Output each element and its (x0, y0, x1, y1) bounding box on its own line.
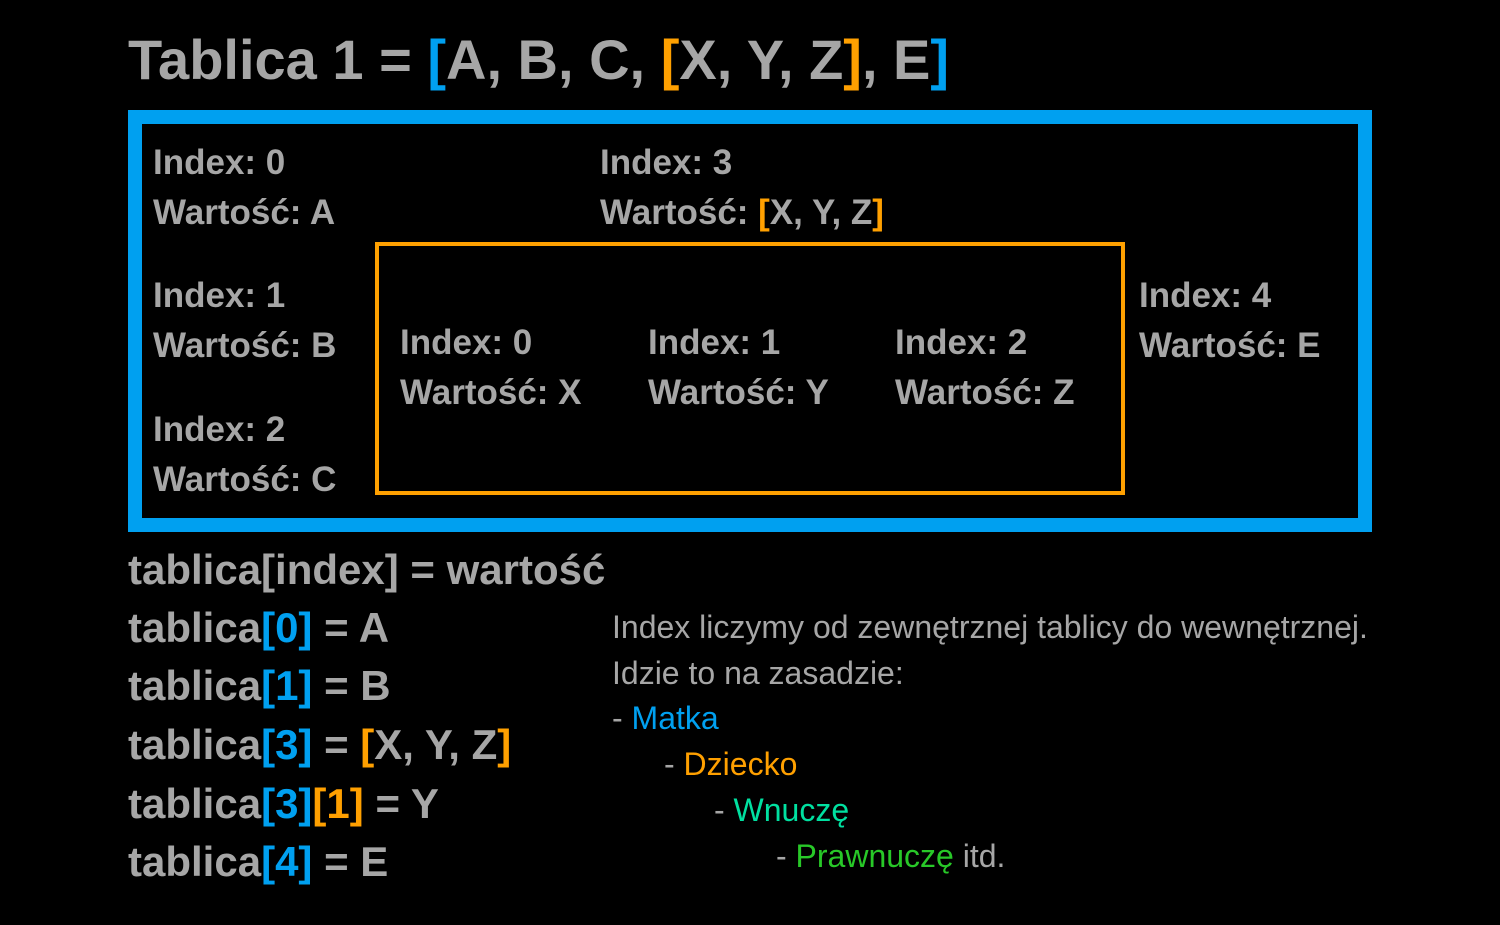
cell-index: Index: 3 (600, 143, 733, 182)
cell-index: Index: 2 (895, 323, 1028, 362)
code-line-0: tablica[0] = A (128, 604, 390, 651)
code-line-2: tablica[3] = [X, Y, Z] (128, 721, 512, 768)
inner-open-bracket: [ (660, 28, 680, 91)
outer-open-bracket: [ (427, 28, 446, 91)
inner-array-box (375, 242, 1125, 495)
page-title: Tablica 1 = [A, B, C, [X, Y, Z], E] (128, 28, 949, 92)
code-line-3: tablica[3][1] = Y (128, 780, 439, 827)
outer-cell-3: Index: 3 Wartość: [X, Y, Z] (600, 138, 884, 238)
cell-index: Index: 4 (1139, 276, 1272, 315)
cell-value: Wartość: B (153, 326, 337, 365)
code-line-1: tablica[1] = B (128, 662, 391, 709)
note-level-3: - Wnuczę (714, 792, 850, 828)
outer-cell-4: Index: 4 Wartość: E (1139, 271, 1321, 371)
note-level-1: - Matka (612, 700, 719, 736)
cell-value: Wartość: E (1139, 326, 1321, 365)
outer-cell-0: Index: 0 Wartość: A (153, 138, 335, 238)
code-line-4: tablica[4] = E (128, 838, 389, 885)
title-items-after: , E (861, 28, 931, 91)
inner-cell-2: Index: 2 Wartość: Z (895, 318, 1075, 418)
cell-index: Index: 1 (153, 276, 286, 315)
note-line-1: Index liczymy od zewnętrznej tablicy do … (612, 609, 1368, 645)
cell-index: Index: 2 (153, 410, 286, 449)
outer-close-bracket: ] (930, 28, 950, 91)
title-inner-items: X, Y, Z (679, 28, 844, 91)
outer-cell-1: Index: 1 Wartość: B (153, 271, 336, 371)
outer-array-box (128, 110, 1372, 532)
note-level-2: - Dziecko (664, 746, 798, 782)
cell-value: Wartość: Z (895, 373, 1075, 412)
cell-value: Wartość: Y (648, 373, 829, 412)
cell-value: Wartość: C (153, 460, 337, 499)
inner-close-bracket: ] (843, 28, 862, 91)
cell-index: Index: 1 (648, 323, 781, 362)
code-general: tablica[index] = wartość (128, 546, 606, 593)
cell-index: Index: 0 (153, 143, 286, 182)
inner-cell-0: Index: 0 Wartość: X (400, 318, 582, 418)
title-items-before: A, B, C, (446, 28, 661, 91)
title-prefix: Tablica 1 = (128, 28, 428, 91)
cell-value: Wartość: X (400, 373, 582, 412)
cell-value: Wartość: A (153, 193, 336, 232)
cell-index: Index: 0 (400, 323, 533, 362)
outer-cell-2: Index: 2 Wartość: C (153, 405, 336, 505)
cell-value: Wartość: [X, Y, Z] (600, 193, 884, 232)
note-level-4: - Prawnuczę itd. (776, 838, 1006, 874)
note-line-2: Idzie to na zasadzie: (612, 655, 904, 691)
inner-cell-1: Index: 1 Wartość: Y (648, 318, 829, 418)
